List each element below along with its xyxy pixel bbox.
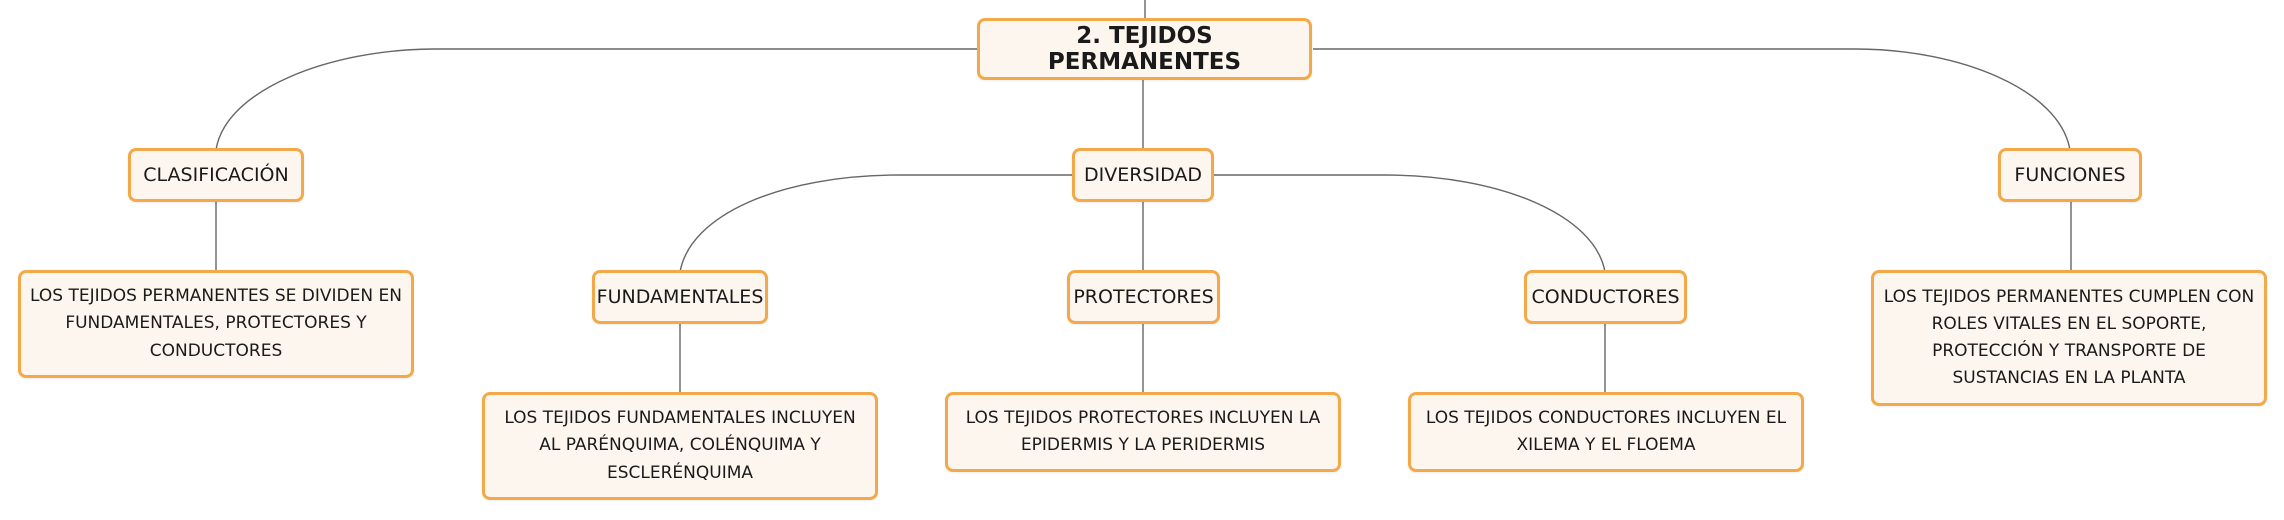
topic-protectores[interactable]: PROTECTORES [1067,270,1220,324]
desc-funciones-text: LOS TEJIDOS PERMANENTES CUMPLEN CON ROLE… [1883,286,2255,389]
topic-conductores[interactable]: CONDUCTORES [1524,270,1687,324]
topic-fundamentales[interactable]: FUNDAMENTALES [592,270,768,324]
desc-conductores-text: LOS TEJIDOS CONDUCTORES INCLUYEN EL XILE… [1425,407,1787,455]
desc-clasificacion[interactable]: LOS TEJIDOS PERMANENTES SE DIVIDEN EN FU… [18,270,414,378]
connector-diversidad-conductores [1214,174,1606,273]
topic-clasificacion-label: CLASIFICACIÓN [143,164,289,186]
topic-fundamentales-label: FUNDAMENTALES [596,286,764,308]
connector-root-clasificacion [215,48,977,151]
desc-protectores-text: LOS TEJIDOS PROTECTORES INCLUYEN LA EPID… [965,407,1321,455]
desc-funciones[interactable]: LOS TEJIDOS PERMANENTES CUMPLEN CON ROLE… [1871,270,2267,406]
topic-conductores-label: CONDUCTORES [1531,286,1680,308]
connector-root-funciones [1313,48,2071,151]
topic-clasificacion[interactable]: CLASIFICACIÓN [128,148,304,202]
desc-fundamentales-text: LOS TEJIDOS FUNDAMENTALES INCLUYEN AL PA… [504,408,856,483]
desc-conductores[interactable]: LOS TEJIDOS CONDUCTORES INCLUYEN EL XILE… [1408,392,1804,472]
connector-diversidad-fundamentales [679,174,1072,273]
topic-diversidad-label: DIVERSIDAD [1083,164,1203,186]
desc-protectores[interactable]: LOS TEJIDOS PROTECTORES INCLUYEN LA EPID… [945,392,1341,472]
root-node-label: 2. TEJIDOS PERMANENTES [1047,23,1242,75]
desc-fundamentales[interactable]: LOS TEJIDOS FUNDAMENTALES INCLUYEN AL PA… [482,392,878,500]
topic-diversidad[interactable]: DIVERSIDAD [1072,148,1214,202]
topic-funciones-label: FUNCIONES [2014,164,2126,186]
root-node[interactable]: 2. TEJIDOS PERMANENTES [977,18,1312,80]
desc-clasificacion-text: LOS TEJIDOS PERMANENTES SE DIVIDEN EN FU… [30,286,402,361]
topic-protectores-label: PROTECTORES [1073,286,1214,308]
topic-funciones[interactable]: FUNCIONES [1998,148,2142,202]
